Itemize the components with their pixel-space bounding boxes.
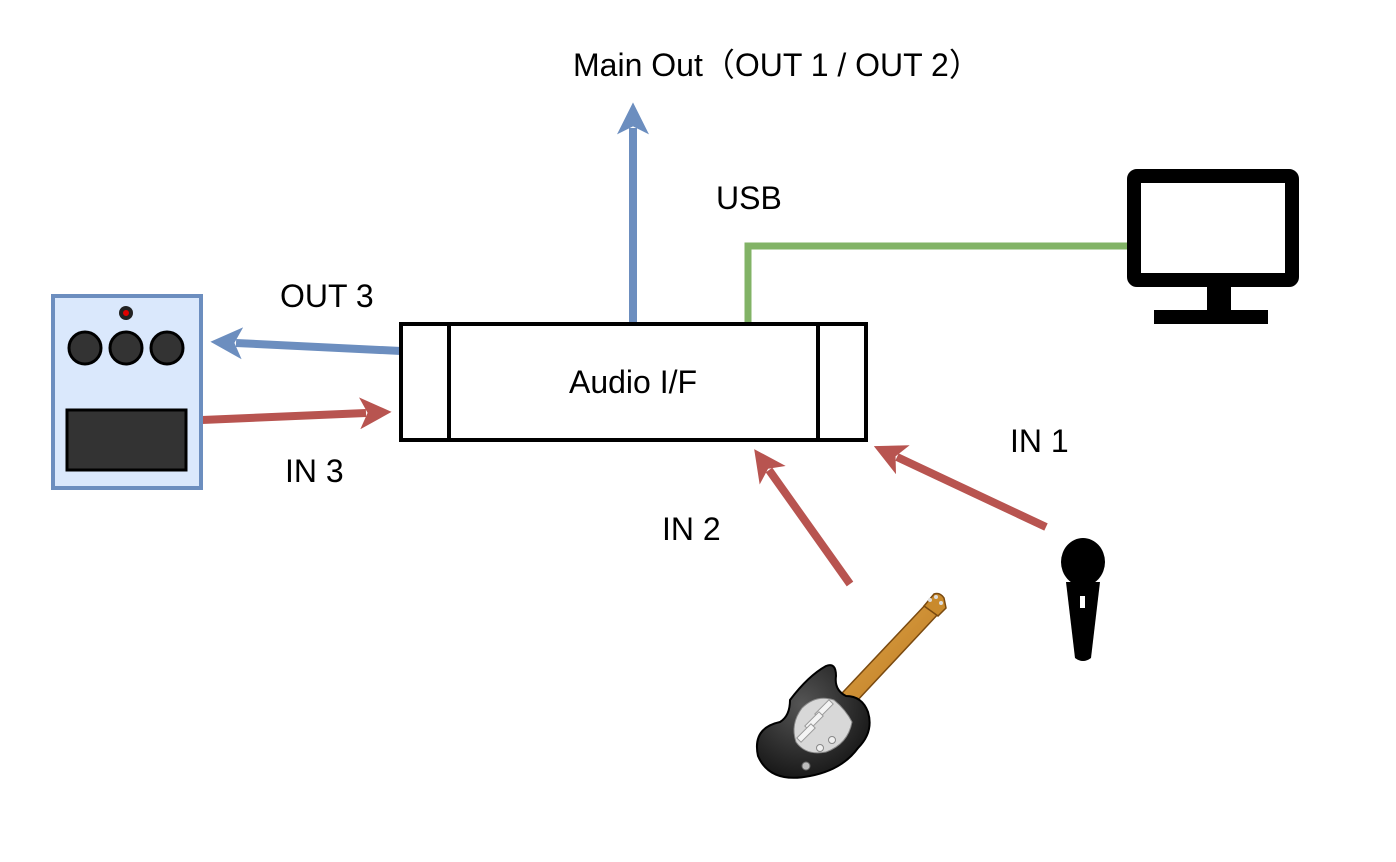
out3-label: OUT 3 [280, 278, 374, 314]
in1-label: IN 1 [1010, 423, 1069, 459]
audio-interface-box: Audio I/F [399, 322, 868, 442]
usb-connection-line [744, 242, 1128, 323]
out3-arrow [210, 327, 402, 360]
in2-label: IN 2 [662, 511, 721, 547]
microphone-icon [1061, 538, 1105, 661]
in1-arrow [873, 445, 1048, 531]
usb-label: USB [716, 180, 782, 216]
monitor-icon [1127, 169, 1299, 324]
in3-arrow [201, 397, 392, 430]
effects-pedal-icon [51, 294, 203, 490]
in2-arrow [754, 449, 854, 587]
electric-guitar-icon [756, 592, 947, 779]
main-out-label: Main Out（OUT 1 / OUT 2） [573, 47, 981, 83]
in3-label: IN 3 [285, 453, 344, 489]
audio-interface-label: Audio I/F [569, 364, 697, 400]
